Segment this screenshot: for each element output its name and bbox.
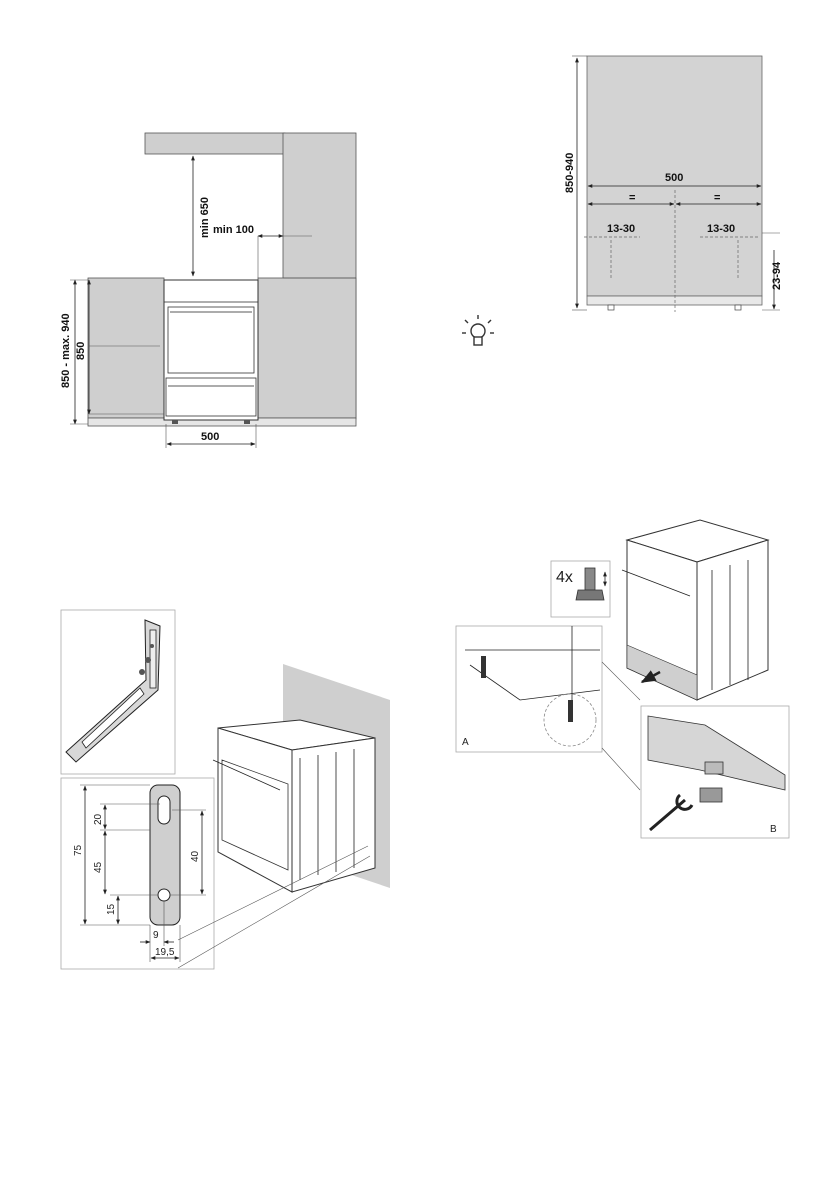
- adjustable-foot-icon: [575, 567, 607, 601]
- height-range-label: 850 - max. 940: [60, 313, 72, 388]
- base-cabinet-right: [257, 277, 357, 419]
- dim-19-5-label: 19,5: [155, 947, 175, 958]
- min-650-label: min 650: [199, 197, 211, 238]
- dim-9-label: 9: [153, 930, 159, 941]
- dim-15-label: 15: [106, 903, 117, 915]
- equal-right-label: =: [714, 192, 720, 204]
- dim-20-label: 20: [93, 813, 104, 825]
- height-range-label-2: 850-940: [564, 153, 576, 193]
- detail-a-label: A: [462, 737, 469, 748]
- range-right-label: 13-30: [707, 223, 735, 235]
- width-label-2: 500: [665, 172, 683, 184]
- cooker-perspective: [212, 719, 376, 893]
- quantity-label: 4x: [556, 569, 573, 586]
- dim-40-label: 40: [190, 850, 201, 862]
- appliance-side-panel: [586, 55, 763, 297]
- bracket-perspective: [65, 619, 161, 763]
- dim-45-label: 45: [93, 861, 104, 873]
- lightbulb-icon: [462, 315, 494, 346]
- foot-callout: [550, 560, 611, 618]
- adjustable-feet-diagram: 4x A: [455, 519, 790, 839]
- cooker-perspective-2: [621, 519, 770, 701]
- base-cabinet-left: [87, 277, 165, 419]
- front-dimensions-diagram: 850-940 500 = = 13-30 13-30 23-94: [564, 55, 783, 312]
- bracket-plate: [149, 784, 181, 926]
- min-100-label: min 100: [213, 224, 254, 236]
- anti-tilt-bracket-diagram: 75 20 45 15 40 9 19,5: [60, 609, 390, 970]
- detail-a-panel: [455, 625, 603, 753]
- feet-range-label: 23-94: [771, 261, 783, 290]
- equal-left-label: =: [629, 192, 635, 204]
- dim-75-label: 75: [73, 844, 84, 856]
- height-label: 850: [75, 342, 87, 360]
- installation-niche-diagram: min 650 min 100 850 - max. 940 850 500: [60, 132, 357, 448]
- bracket-dimension-panel: [60, 777, 215, 970]
- range-left-label: 13-30: [607, 223, 635, 235]
- wrench-icon: [649, 793, 694, 832]
- detail-b-label: B: [770, 824, 777, 835]
- upper-cabinet: [144, 132, 286, 155]
- cooker-front: [163, 279, 259, 424]
- width-label: 500: [201, 431, 219, 443]
